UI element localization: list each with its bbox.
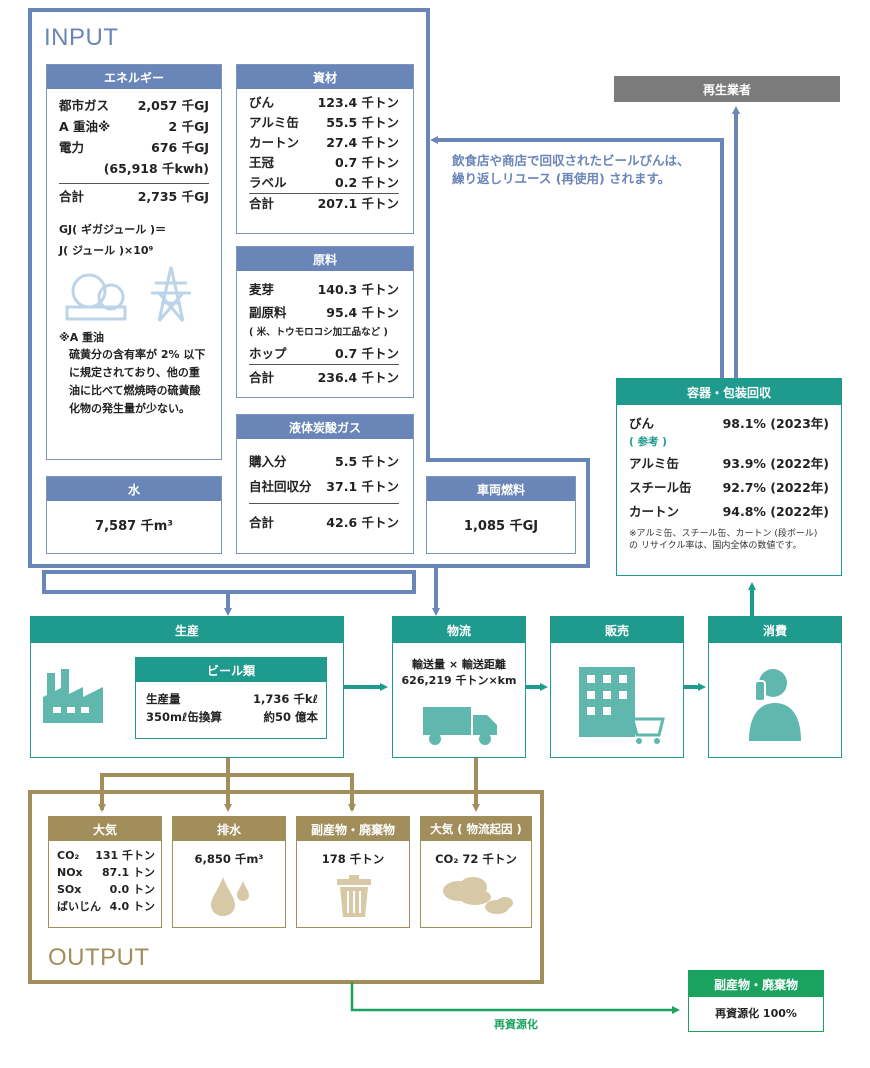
unit-note: GJ( ギガジュール )＝ J( ジュール )×10⁹ [59,223,167,257]
output-frame [28,790,544,984]
exhaust-cloud-icon [443,877,513,914]
final-byproducts-header: 副産物・廃棄物 [689,971,823,997]
trash-can-icon [337,875,371,917]
reuse-note: 飲食店や商店で回収されたビールびんは、 繰り返しリユース (再使用) されます。 [452,153,690,186]
liquid-co2-header: 液体炭酸ガス [237,415,413,439]
logistics-header: 物流 [393,617,525,643]
vehicle-fuel-value: 1,085 千GJ [463,519,539,534]
air-header: 大気 [49,817,161,841]
air-logistics-panel: 大気 ( 物流起因 ) CO₂ 72 千トン [420,816,532,928]
energy-header: エネルギー [47,65,221,89]
factory-icon [43,669,103,723]
final-byproducts-value: 再資源化 100% [715,1007,797,1020]
vehicle-fuel-header: 車両燃料 [427,477,575,501]
wastewater-header: 排水 [173,817,285,841]
consumption-panel: 消費 [708,616,842,758]
wastewater-panel: 排水 6,850 千m³ [172,816,286,928]
truck-icon [423,707,497,745]
water-header: 水 [47,477,221,501]
logistics-text: 輸送量 × 輸送距離 626,219 千トン×km [401,658,517,687]
byproducts-value: 178 千トン [321,852,385,866]
water-panel: 水 7,587 千m³ [46,476,222,554]
input-frame-outline [28,8,590,568]
vehicle-fuel-panel: 車両燃料 1,085 千GJ [426,476,576,554]
gas-tank-power-tower-icon [65,266,191,322]
energy-row: A 重油※2 千GJ [59,119,209,134]
air-logistics-value: CO₂ 72 千トン [435,852,517,866]
person-drinking-icon [749,669,801,741]
beer-products-header: ビール類 [136,658,326,682]
air-logistics-header: 大気 ( 物流起因 ) [421,817,531,841]
recycle-label: 再資源化 [494,1018,538,1031]
input-frame-tab [42,570,416,594]
sales-header: 販売 [551,617,683,643]
input-title: INPUT [44,24,119,51]
footnote-title: ※A 重油 [59,331,105,344]
collection-note: ※アルミ缶、スチール缶、カートン (段ボール) の リサイクル率は、国内全体の数… [629,529,818,551]
collection-ref-label: ( 参考 ) [629,436,667,448]
footnote-body: 硫黄分の含有率が 2% 以下に規定されており、他の重油に比べて燃焼時の硫黄酸化物… [69,348,206,415]
sales-panel: 販売 [550,616,684,758]
raw-row-note: ( 米、トウモロコシ加工品など ) [249,327,388,338]
raw-materials-header: 原料 [237,247,413,271]
recycler-box: 再生業者 [614,76,840,102]
final-byproducts-panel: 副産物・廃棄物 再資源化 100% [688,970,824,1032]
byproducts-header: 副産物・廃棄物 [297,817,409,841]
consumption-header: 消費 [709,617,841,643]
beer-row: 350mℓ缶換算約50 億本 [146,710,318,724]
collection-header: 容器・包装回収 [617,379,841,405]
energy-sub-value: (65,918 千kwh) [103,161,209,176]
production-header: 生産 [31,617,343,643]
water-drops-icon [211,877,249,916]
water-value: 7,587 千m³ [95,519,173,534]
logistics-panel: 物流 輸送量 × 輸送距離 626,219 千トン×km [392,616,526,758]
wastewater-value: 6,850 千m³ [194,852,264,866]
materials-header: 資材 [237,65,413,89]
byproducts-panel: 副産物・廃棄物 178 千トン [296,816,410,928]
output-title: OUTPUT [48,944,150,971]
store-building-cart-icon [579,667,665,744]
